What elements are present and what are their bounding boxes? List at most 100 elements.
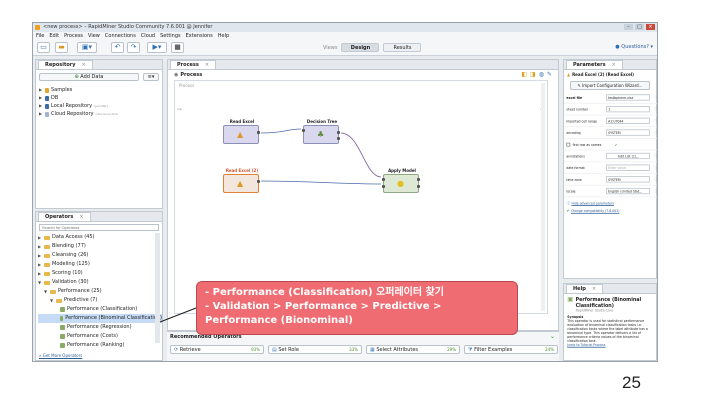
output-port[interactable] (417, 178, 420, 181)
menu-view[interactable]: View (88, 33, 100, 39)
expand-icon[interactable]: ▶ (39, 87, 43, 92)
maximize-button[interactable]: □ (635, 24, 644, 30)
minimize-button[interactable]: – (624, 24, 633, 30)
canvas-scrollbar[interactable] (541, 83, 545, 311)
close-icon[interactable]: × (591, 286, 597, 292)
tab-results[interactable]: Results (383, 43, 422, 52)
zoom-icon[interactable]: ◍ (538, 71, 544, 78)
auto-wire-icon[interactable]: ◧ (521, 71, 528, 78)
op-performance-ranking[interactable]: Performance (Ranking) (38, 341, 162, 350)
expand-icon[interactable]: ▶ (38, 271, 42, 276)
tab-help[interactable]: Help× (566, 284, 604, 293)
close-button[interactable]: × (646, 24, 655, 30)
expand-icon[interactable]: ▶ (39, 103, 43, 108)
help-icon[interactable]: ⓘ (654, 106, 658, 111)
repo-item-cloud[interactable]: ▶Cloud Repository(disconnected) (39, 110, 159, 118)
op-performance-binominal[interactable]: Performance (Binominal Classification) (38, 314, 162, 323)
menu-extensions[interactable]: Extensions (185, 33, 213, 39)
collapse-icon[interactable]: ▼ (50, 298, 54, 303)
run-icon[interactable]: ▶▾ (147, 42, 167, 53)
repo-menu-button[interactable]: ≡▾ (143, 73, 159, 81)
operator-apply-model[interactable]: Apply Model ● (382, 168, 420, 193)
help-icon[interactable]: ⓘ (654, 177, 658, 181)
help-icon[interactable]: ⓘ (654, 165, 658, 170)
param-value[interactable]: testbphmm.xlsx (605, 94, 650, 101)
questions-button[interactable]: ● Questions? ▾ (615, 44, 653, 50)
help-icon[interactable]: ⓘ (654, 188, 658, 193)
op-performance-classification[interactable]: Performance (Classification) (38, 305, 162, 314)
import-wizard-button[interactable]: ✎ Import Configuration Wizard... (570, 81, 650, 90)
tab-design[interactable]: Design (341, 43, 380, 52)
collapse-icon[interactable]: ▼ (44, 289, 48, 294)
output-port[interactable] (257, 180, 260, 183)
param-value[interactable]: A1:U7044 (605, 117, 650, 124)
op-folder-performance[interactable]: ▼Performance (25) (38, 287, 162, 296)
output-port[interactable] (257, 131, 260, 134)
tab-operators[interactable]: Operators× (38, 212, 91, 221)
menu-cloud[interactable]: Cloud (140, 33, 156, 39)
op-folder-validation[interactable]: ▼Validation (30) (38, 278, 162, 287)
input-port[interactable] (382, 178, 385, 181)
close-icon[interactable]: × (79, 214, 84, 220)
expand-icon[interactable]: ▶ (38, 244, 42, 249)
param-value[interactable]: SYSTEM (605, 176, 650, 183)
save-icon[interactable]: ▣▾ (77, 42, 97, 53)
menu-process[interactable]: Process (64, 33, 84, 39)
expand-icon[interactable]: ▶ (38, 235, 42, 240)
collapse-chevron-icon[interactable]: ⌄ (549, 333, 555, 340)
close-icon[interactable]: × (611, 62, 616, 68)
help-icon[interactable]: ⓘ (654, 95, 658, 100)
op-folder-predictive[interactable]: ▼Predictive (7) (38, 296, 162, 305)
tab-parameters[interactable]: Parameters× (566, 60, 623, 69)
operator-scrollbar[interactable] (155, 233, 160, 343)
menu-edit[interactable]: Edit (49, 33, 60, 39)
collapse-icon[interactable]: ▼ (38, 280, 42, 285)
operator-decision-tree[interactable]: Decision Tree ♣ (302, 119, 340, 144)
help-icon[interactable]: ⓘ (654, 118, 658, 123)
param-value[interactable]: English (United Stat... (605, 187, 650, 195)
op-folder-cleansing[interactable]: ▶Cleansing (26) (38, 251, 162, 260)
get-more-operators-link[interactable]: » Get More Operators (39, 353, 83, 358)
new-process-icon[interactable]: ▭ (37, 42, 50, 53)
help-icon[interactable]: ⓘ (654, 130, 658, 135)
edit-list-button[interactable]: Edit List (1)... (605, 152, 650, 160)
menu-file[interactable]: File (36, 33, 45, 39)
output-port[interactable] (337, 131, 340, 134)
open-folder-icon[interactable]: ▬ (55, 42, 68, 53)
menu-help[interactable]: Help (217, 33, 230, 39)
op-performance-regression[interactable]: Performance (Regression) (38, 323, 162, 332)
menu-settings[interactable]: Settings (160, 33, 181, 39)
help-icon[interactable]: ⓘ (654, 153, 658, 158)
checkbox[interactable] (566, 142, 571, 147)
op-folder-data-access[interactable]: ▶Data Access (45) (38, 233, 162, 242)
expand-icon[interactable]: ▶ (38, 253, 42, 258)
add-data-button[interactable]: ⊕ Add Data (39, 73, 139, 81)
annotation-icon[interactable]: ✎ (546, 71, 552, 78)
stop-icon[interactable]: ■ (171, 42, 184, 53)
input-port[interactable] (382, 185, 385, 188)
process-canvas[interactable]: Process inp res Read Excel ▲ Decision Tr… (174, 80, 548, 314)
close-icon[interactable]: × (81, 62, 86, 68)
tutorial-link[interactable]: Jump to Tutorial Process (567, 342, 606, 347)
op-folder-scoring[interactable]: ▶Scoring (10) (38, 269, 162, 278)
expand-icon[interactable]: ▶ (39, 95, 43, 100)
op-folder-modeling[interactable]: ▶Modeling (125) (38, 260, 162, 269)
change-compatibility-link[interactable]: Change compatibility (7.6.001) (570, 209, 620, 213)
expand-icon[interactable]: ▶ (38, 262, 42, 267)
param-value[interactable]: Enter value (605, 164, 650, 171)
param-value[interactable]: SYSTEM (605, 129, 650, 136)
output-port[interactable] (417, 185, 420, 188)
operator-read-excel[interactable]: Read Excel ▲ (223, 119, 260, 144)
op-folder-blending[interactable]: ▶Blending (77) (38, 242, 162, 251)
repo-item-local[interactable]: ▶Local Repository(jennifer) (39, 102, 159, 110)
operator-read-excel-2[interactable]: Read Excel (2) ▲ (223, 168, 260, 193)
expand-icon[interactable]: ▶ (39, 111, 43, 116)
param-value[interactable]: 1 (605, 106, 650, 113)
operator-search-input[interactable] (39, 224, 159, 231)
redo-icon[interactable]: ↷ (127, 42, 140, 53)
input-port[interactable] (302, 129, 305, 132)
op-performance-costs[interactable]: Performance (Costs) (38, 332, 162, 341)
